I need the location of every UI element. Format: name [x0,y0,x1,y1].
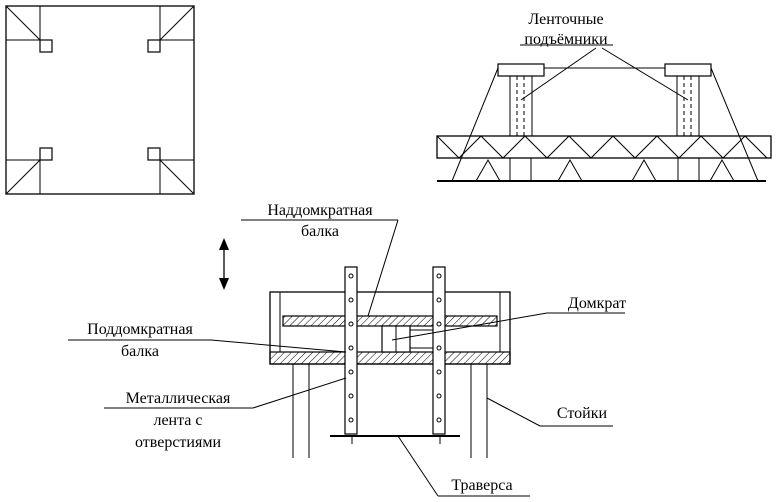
lifts-label-line1: Ленточные [528,11,603,28]
upper-beam-label-line2: балка [301,223,339,240]
labels: Ленточные подъёмники Наддомкратная балка… [87,11,626,494]
traverse-label: Траверса [451,477,512,494]
lifts-label-line2: подъёмники [524,31,608,48]
lower-beam-label-line1: Поддомкратная [87,321,193,338]
posts-label: Стойки [557,405,608,422]
tape-label-line2: лента с [153,412,202,429]
jack-label: Домкрат [568,295,626,312]
upper-beam-label-line1: Наддомкратная [267,202,373,219]
side-view [436,44,772,182]
detail-view [68,219,625,497]
tape-label-line1: Металлическая [126,390,231,407]
double-arrow-vertical-icon [219,238,229,290]
plan-view [5,5,195,195]
lower-beam-label-line2: балка [121,343,159,360]
tape-label-line3: отверстиями [135,434,221,451]
